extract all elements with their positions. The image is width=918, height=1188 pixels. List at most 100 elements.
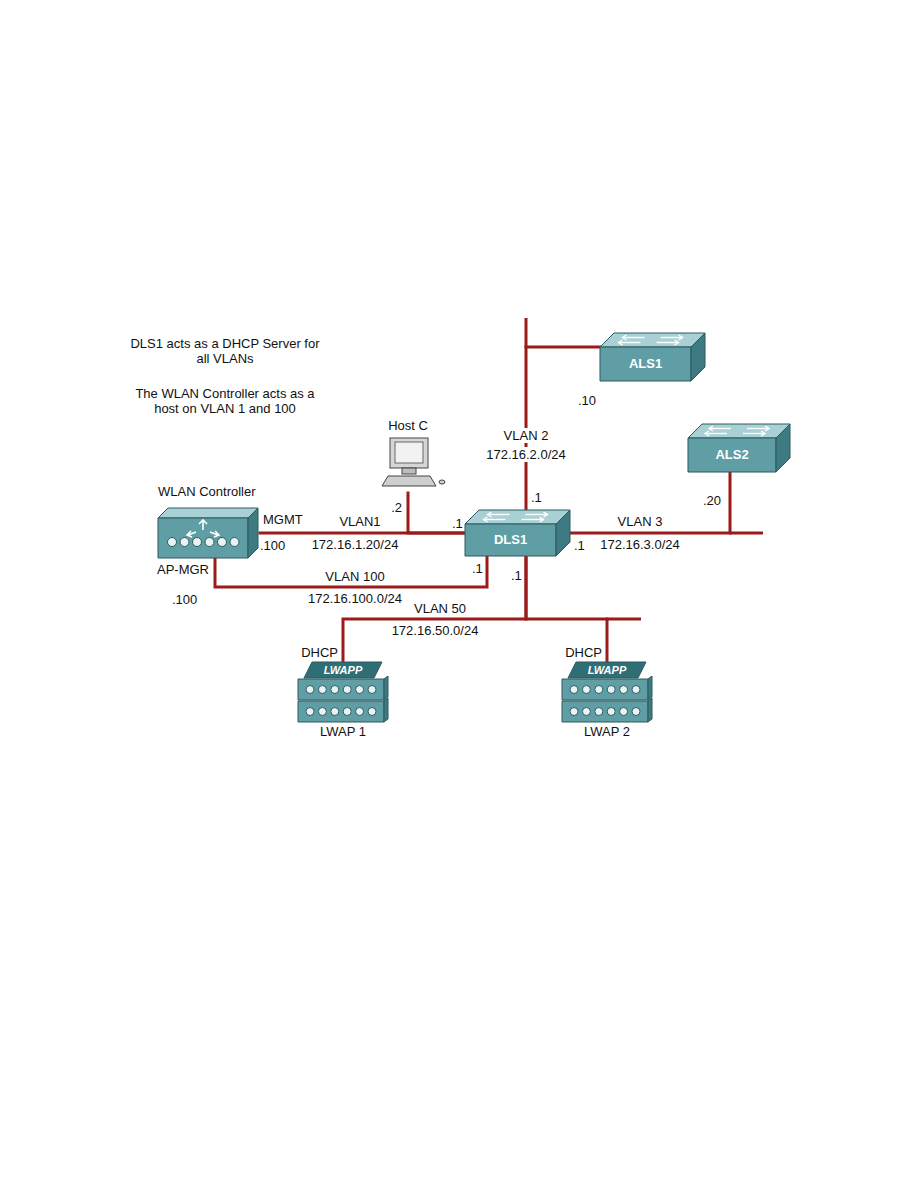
port-circle [570, 708, 578, 716]
subnet-address: 172.16.3.0/24 [600, 537, 680, 552]
device-name: LWAP 2 [562, 724, 652, 739]
access-point-side [384, 676, 388, 700]
vlan3-bus [729, 532, 763, 535]
host-address: .100 [172, 592, 197, 607]
port-circle [205, 538, 214, 547]
controller-emblem [187, 520, 219, 537]
switch-side [691, 333, 705, 381]
label-holder: DLS1 acts as a DHCP Server for all VLANs [125, 336, 325, 366]
controller-top [158, 508, 258, 518]
network-link [408, 493, 465, 533]
access-switch: ALS1 [600, 333, 705, 381]
port-circle [306, 686, 314, 694]
port-circle [230, 538, 239, 547]
port-circle [582, 708, 590, 716]
label-holder: AP-MGR [157, 562, 209, 577]
distribution-switch: DLS1 [465, 510, 570, 556]
device-name: DLS1 [494, 532, 527, 547]
label-holder: 172.16.50.0/24 [392, 623, 479, 638]
port-circle [368, 708, 376, 716]
protocol-logo: LWAPP [562, 662, 652, 678]
device-name: LWAP 1 [298, 724, 388, 739]
subnet-address: 172.16.50.0/24 [392, 623, 479, 638]
monitor-screen [395, 442, 423, 463]
label-holder: VLAN1 [339, 514, 380, 529]
switch-label-area: DLS1 [465, 510, 556, 556]
vlan50-bus [606, 618, 641, 621]
label-holder: MGMT [263, 512, 303, 527]
host-address: .2 [391, 500, 402, 515]
port-circle [582, 686, 590, 694]
device-name: ALS1 [629, 356, 662, 371]
port-circle [306, 708, 314, 716]
wlan-controller: WLAN Controller [158, 484, 260, 558]
host-address: .1 [531, 490, 542, 505]
access-point-side [648, 676, 652, 700]
vlan-name: VLAN 100 [325, 569, 384, 584]
keyboard [382, 476, 436, 486]
port-circle [343, 686, 351, 694]
vlan2-bus [525, 318, 528, 348]
port-circle [632, 708, 640, 716]
label-holder: DHCP [301, 645, 338, 660]
switch-top [688, 424, 790, 438]
port-circle [368, 686, 376, 694]
vlan-name: VLAN 50 [414, 601, 466, 616]
access-point-body [298, 679, 384, 700]
label-holder: .1 [472, 561, 483, 576]
access-point: LWAPP LWAP 2 [562, 662, 652, 742]
computer-icon [368, 436, 448, 493]
label-holder: .100 [172, 592, 197, 607]
switch-label-area: ALS1 [600, 333, 691, 381]
switch-arrows [484, 512, 548, 522]
network-link [570, 472, 730, 533]
label-holder: .1 [452, 516, 463, 531]
switch-side [776, 424, 790, 472]
label-holder: VLAN 100 [325, 569, 384, 584]
switch-label-area: ALS2 [688, 424, 776, 472]
label-holder: 172.16.2.0/24 [483, 447, 569, 462]
label-holder: .1 [574, 538, 585, 553]
network-link [215, 556, 487, 587]
host-computer: Host C [368, 418, 448, 493]
switch-arrows [619, 335, 683, 345]
label-holder: .1 [531, 490, 542, 505]
label-holder: .1 [511, 568, 522, 583]
subnet-address: 172.16.100.0/24 [308, 591, 402, 606]
switch-front [465, 524, 556, 556]
host-address: .20 [703, 493, 721, 508]
port-circle [331, 686, 339, 694]
label-holder: The WLAN Controller acts as a host on VL… [125, 386, 325, 416]
label-holder: .2 [391, 500, 402, 515]
monitor-stand [402, 468, 416, 474]
switch-top [600, 333, 705, 347]
controller-symbol [158, 508, 258, 558]
port-circle [331, 708, 339, 716]
controller-side [248, 508, 258, 558]
access-point-body [562, 679, 648, 700]
access-point-side [648, 698, 652, 722]
host-address: .100 [260, 538, 285, 553]
port-circle [193, 538, 202, 547]
label-holder: VLAN 3 [618, 514, 663, 529]
port-circle [607, 708, 615, 716]
port-circle [632, 686, 640, 694]
port-circle [595, 686, 603, 694]
device-name: ALS2 [715, 447, 748, 462]
host-name: Host C [368, 418, 448, 433]
subnet-address: 172.16.2.0/24 [483, 447, 569, 462]
port-circle [570, 686, 578, 694]
switch-front [688, 438, 776, 472]
switch-top [465, 510, 570, 524]
vlan-name: VLAN 3 [618, 514, 663, 529]
dhcp-tag: DHCP [301, 645, 338, 660]
switch-side [556, 510, 570, 556]
controller-front [158, 518, 248, 558]
label-holder: 172.16.3.0/24 [600, 537, 680, 552]
access-point-side [384, 698, 388, 722]
port-circle [318, 686, 326, 694]
host-address: .1 [511, 568, 522, 583]
port-circle [180, 538, 189, 547]
